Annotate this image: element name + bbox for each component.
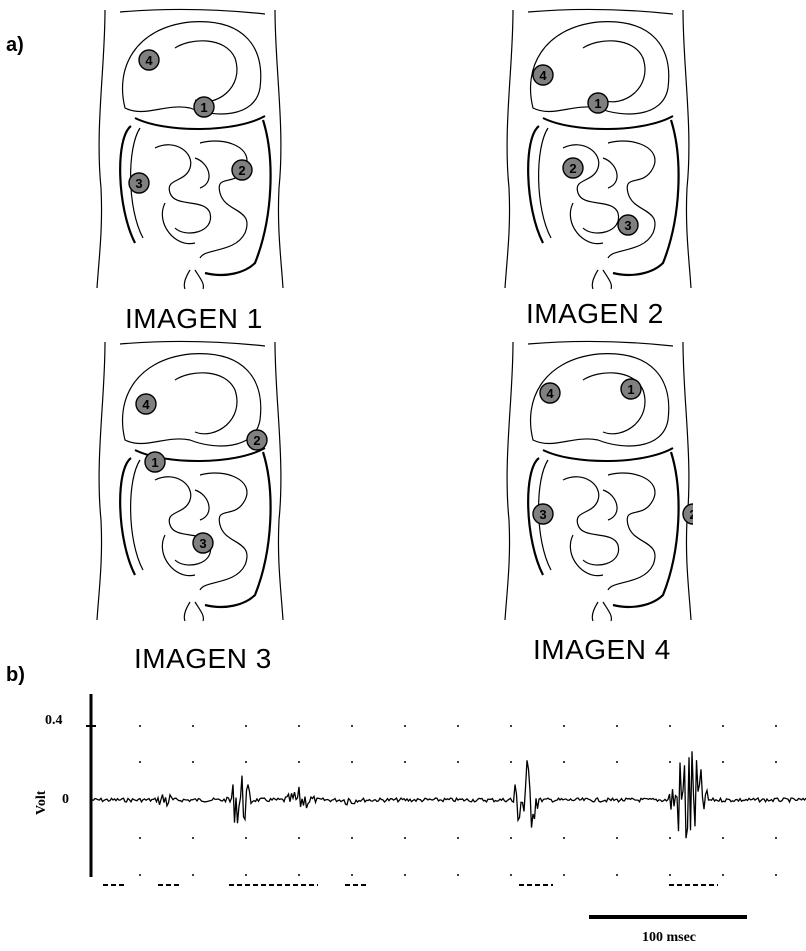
- grid-dot: [139, 874, 141, 876]
- grid-dot: [457, 761, 459, 763]
- grid-dot: [775, 874, 777, 876]
- grid-dot: [510, 837, 512, 839]
- panel-b-label: b): [6, 664, 25, 687]
- grid-dot: [351, 837, 353, 839]
- grid-dot: [563, 874, 565, 876]
- grid-dot: [669, 837, 671, 839]
- grid-dot: [404, 874, 406, 876]
- grid-dot: [245, 761, 247, 763]
- grid-dot: [139, 837, 141, 839]
- abdomen-illustration-3: 4 1 2 3: [95, 340, 285, 622]
- grid-dot: [775, 725, 777, 727]
- grid-dot: [298, 725, 300, 727]
- grid-dot: [563, 837, 565, 839]
- marker-4-label: 4: [145, 53, 153, 68]
- grid-dot: [457, 874, 459, 876]
- caption-imagen-3: IMAGEN 3: [134, 643, 272, 675]
- grid-dot: [351, 874, 353, 876]
- marker-3-label: 3: [624, 218, 631, 233]
- grid-dot: [722, 837, 724, 839]
- marker-3-label: 3: [199, 536, 206, 551]
- grid-dot: [245, 837, 247, 839]
- grid-dot: [616, 874, 618, 876]
- marker-1-label: 1: [627, 382, 634, 397]
- grid-dot: [722, 725, 724, 727]
- grid-dot: [192, 725, 194, 727]
- y-tick-zero-label: 0: [62, 792, 69, 807]
- abdomen-illustration-2: 4 1 2 3: [503, 8, 693, 290]
- grid-dot: [616, 761, 618, 763]
- grid-dot: [457, 837, 459, 839]
- grid-dot: [510, 761, 512, 763]
- y-axis-label: Volt: [34, 790, 49, 815]
- emg-signal-trace: 0.4 0 Volt 100 msec: [0, 690, 806, 951]
- grid-dot: [351, 725, 353, 727]
- grid-dot: [192, 761, 194, 763]
- caption-imagen-4: IMAGEN 4: [533, 634, 671, 666]
- grid-dot: [404, 761, 406, 763]
- grid-dot: [351, 761, 353, 763]
- marker-group-1: 4 1 2 3: [129, 50, 252, 193]
- grid-dot: [510, 725, 512, 727]
- marker-2-label: 2: [689, 507, 693, 522]
- signal-waveform: [92, 751, 806, 838]
- grid-dot: [298, 874, 300, 876]
- marker-group-3: 4 1 2 3: [136, 394, 267, 553]
- panel-a-label: a): [6, 34, 24, 57]
- grid-dot: [775, 761, 777, 763]
- grid-dot: [669, 761, 671, 763]
- caption-imagen-2: IMAGEN 2: [526, 298, 664, 330]
- marker-2-label: 2: [569, 161, 576, 176]
- y-tick-top-label: 0.4: [45, 713, 63, 728]
- scale-bar-label: 100 msec: [642, 930, 696, 945]
- grid-dot: [616, 837, 618, 839]
- grid-dot: [139, 761, 141, 763]
- grid-dot: [192, 837, 194, 839]
- abdomen-illustration-1: 4 1 2 3: [95, 8, 285, 290]
- grid-dot: [616, 725, 618, 727]
- grid-dot: [245, 725, 247, 727]
- marker-2-label: 2: [238, 163, 245, 178]
- caption-imagen-1: IMAGEN 1: [125, 303, 263, 335]
- marker-3-label: 3: [135, 176, 142, 191]
- grid-dot: [298, 837, 300, 839]
- grid-dot: [298, 761, 300, 763]
- grid-dot: [457, 725, 459, 727]
- grid-dot: [510, 874, 512, 876]
- grid-dot: [669, 725, 671, 727]
- marker-2-label: 2: [253, 433, 260, 448]
- grid-dot: [722, 874, 724, 876]
- grid-dot: [563, 761, 565, 763]
- marker-1-label: 1: [594, 96, 601, 111]
- grid-dot: [722, 761, 724, 763]
- grid-dot: [192, 874, 194, 876]
- grid-dot: [245, 874, 247, 876]
- marker-group-2: 4 1 2 3: [533, 65, 638, 235]
- grid-dot: [139, 725, 141, 727]
- marker-1-label: 1: [200, 100, 207, 115]
- marker-4-label: 4: [539, 68, 547, 83]
- marker-3-label: 3: [539, 507, 546, 522]
- grid-dot: [404, 725, 406, 727]
- grid-dot: [563, 725, 565, 727]
- marker-4-label: 4: [142, 397, 150, 412]
- marker-4-label: 4: [546, 386, 554, 401]
- grid-dot: [775, 837, 777, 839]
- grid-dot: [404, 837, 406, 839]
- marker-1-label: 1: [151, 455, 158, 470]
- grid-dot: [669, 874, 671, 876]
- abdomen-illustration-4: 4 1 2 3: [503, 340, 693, 622]
